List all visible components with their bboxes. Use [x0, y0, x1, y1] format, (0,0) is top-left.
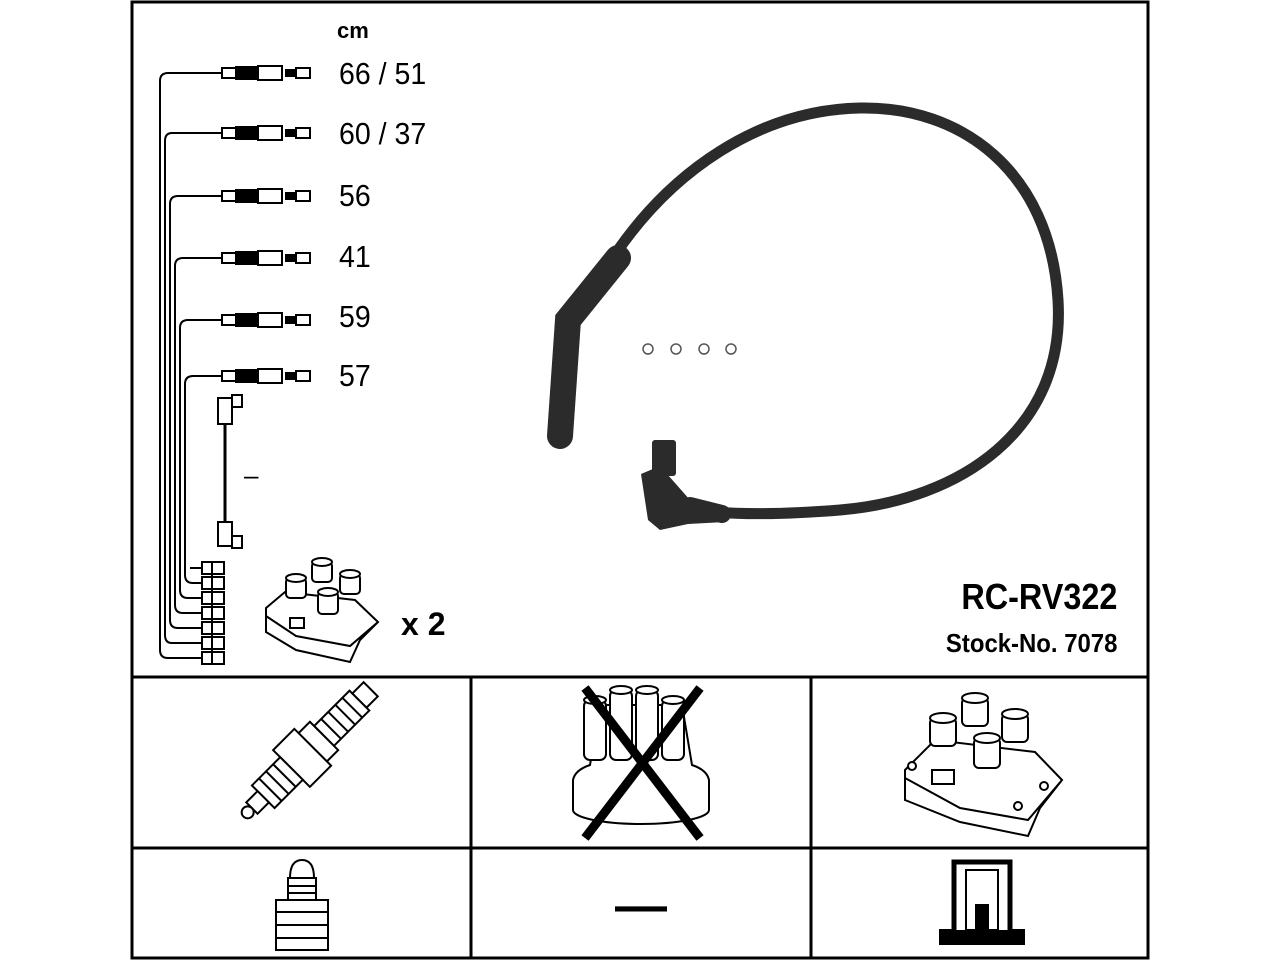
terminal-row-4 — [221, 250, 311, 266]
frame-grid — [130, 0, 1150, 960]
terminal-row-5 — [221, 312, 311, 328]
spark-plug-icon — [240, 680, 380, 820]
cable-length-3: 56 — [339, 178, 371, 213]
plug-connector-icon — [275, 858, 329, 951]
cable-length-4: 41 — [339, 239, 371, 274]
short-extra-cable — [217, 394, 243, 549]
ignition-coil-icon — [904, 692, 1064, 838]
cable-length-5: 59 — [339, 299, 371, 334]
terminal-row-6 — [221, 368, 311, 384]
ignition-cable-large — [547, 102, 1064, 523]
coil-connector-icon — [939, 859, 1025, 945]
terminal-stack — [201, 561, 225, 665]
cable-length-2: 60 / 37 — [339, 116, 427, 151]
cable-terminals — [221, 65, 311, 384]
cable-length-6: 57 — [339, 358, 371, 393]
ignition-coil-small-icon — [265, 557, 380, 664]
dash-icon: — — [615, 877, 667, 935]
terminal-row-2 — [221, 125, 311, 141]
terminal-row-1 — [221, 65, 311, 81]
model-number: RC-RV322 — [960, 576, 1117, 617]
stock-number: Stock-No. 7078 — [945, 628, 1117, 658]
coil-quantity: x 2 — [401, 606, 446, 642]
extra-cable-label: – — [244, 460, 259, 490]
spark-plug-boot — [641, 440, 725, 530]
small-rings — [642, 343, 737, 355]
cable-length-1: 66 / 51 — [339, 56, 427, 91]
terminal-row-3 — [221, 188, 311, 204]
cable-harness — [159, 72, 222, 659]
not-applicable-cross-icon — [581, 685, 704, 841]
unit-label: cm — [337, 18, 369, 43]
